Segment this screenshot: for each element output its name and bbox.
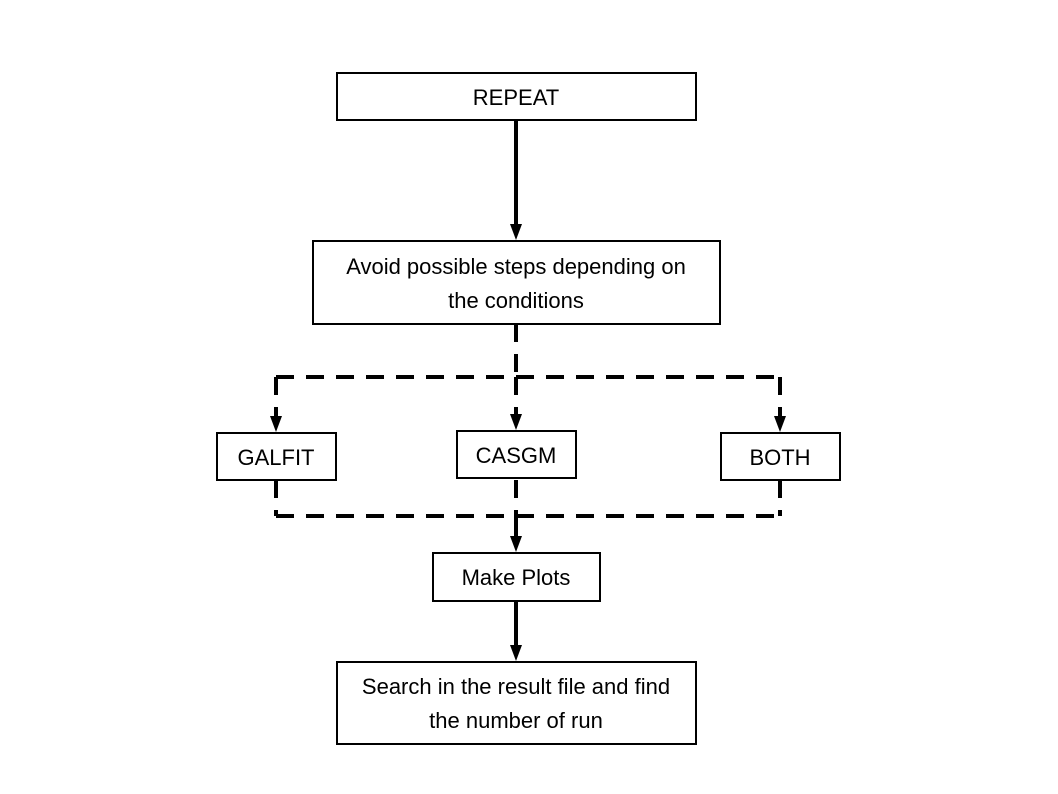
- node-make-plots-box: [432, 552, 601, 602]
- arrow-head-casgm: [510, 414, 522, 430]
- node-search-box: [336, 661, 697, 745]
- node-search: Search in the result file and find the n…: [336, 661, 697, 745]
- node-both-box: [720, 432, 841, 481]
- node-make-plots: Make Plots: [432, 552, 601, 602]
- node-avoid-label-line1: Avoid possible steps depending on: [346, 254, 686, 279]
- arrow-head-make-plots: [510, 536, 522, 552]
- arrow-head-avoid: [510, 224, 522, 240]
- node-casgm-box: [456, 430, 577, 479]
- arrow-head-both: [774, 416, 786, 432]
- node-both-label: BOTH: [749, 445, 810, 470]
- node-repeat-label: REPEAT: [473, 85, 559, 110]
- node-casgm-label: CASGM: [476, 443, 557, 468]
- node-avoid-box: [312, 240, 721, 325]
- node-avoid-label-line2: the conditions: [448, 288, 584, 313]
- node-galfit-label: GALFIT: [237, 445, 314, 470]
- node-repeat-box: [336, 72, 697, 121]
- node-galfit: GALFIT: [216, 432, 337, 481]
- node-avoid: Avoid possible steps depending on the co…: [312, 240, 721, 325]
- node-repeat: REPEAT: [336, 72, 697, 121]
- node-both: BOTH: [720, 432, 841, 481]
- node-search-label-line2: the number of run: [429, 708, 603, 733]
- node-galfit-box: [216, 432, 337, 481]
- node-search-label-line1: Search in the result file and find: [362, 674, 670, 699]
- arrow-head-galfit: [270, 416, 282, 432]
- node-casgm: CASGM: [456, 430, 577, 479]
- arrow-head-search: [510, 645, 522, 661]
- node-make-plots-label: Make Plots: [462, 565, 571, 590]
